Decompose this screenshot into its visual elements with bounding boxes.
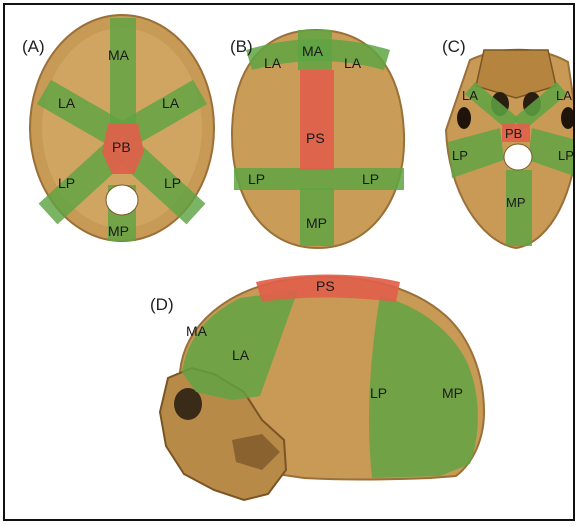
label-b-la-left: LA [264,55,282,71]
foramen-c [504,144,532,170]
label-b-lp-left: LP [248,171,265,187]
panel-b-label: (B) [230,37,253,56]
panel-c: (C) LA LA PB LP LP MP [442,37,575,248]
panel-a-label: (A) [22,37,45,56]
label-a-ma: MA [108,47,130,63]
label-a-lp-right: LP [164,175,181,191]
label-c-la-right: LA [556,88,572,103]
panel-b: (B) MA LA LA PS LP LP MP [230,30,404,248]
label-c-lp-left: LP [452,148,468,163]
label-c-mp: MP [506,195,526,210]
label-d-ps: PS [316,278,335,294]
label-c-pb: PB [505,126,522,141]
label-d-lp: LP [370,385,387,401]
label-b-ps: PS [306,130,325,146]
label-d-mp: MP [442,385,463,401]
skull-d-orbit [174,388,202,420]
panel-d: (D) PS MA LA LP MP [150,275,484,501]
label-b-mp: MP [306,215,327,231]
label-d-la: LA [232,347,250,363]
label-c-la-left: LA [462,88,478,103]
panel-c-label: (C) [442,37,466,56]
panel-a: (A) MA LA LA PB LP LP MP [22,15,214,241]
label-c-lp-right: LP [558,148,574,163]
label-b-la-right: LA [344,55,362,71]
skull-c-hole-left [457,107,471,129]
label-d-ma: MA [186,323,208,339]
label-a-lp-left: LP [58,175,75,191]
label-b-ma: MA [302,43,324,59]
skull-c-hole-right [561,107,575,129]
skull-figure: (A) MA LA LA PB LP LP MP (B) MA LA LA PS… [3,3,575,521]
panel-d-label: (D) [150,295,174,314]
label-a-la-right: LA [162,95,180,111]
label-a-la-left: LA [58,95,76,111]
zone-b-ps [300,70,334,170]
figure-frame: (A) MA LA LA PB LP LP MP (B) MA LA LA PS… [3,3,575,521]
label-a-mp: MP [108,223,129,239]
label-b-lp-right: LP [362,171,379,187]
zone-a-ma [110,18,136,126]
foramen-a [106,185,138,215]
label-a-pb: PB [112,139,131,155]
